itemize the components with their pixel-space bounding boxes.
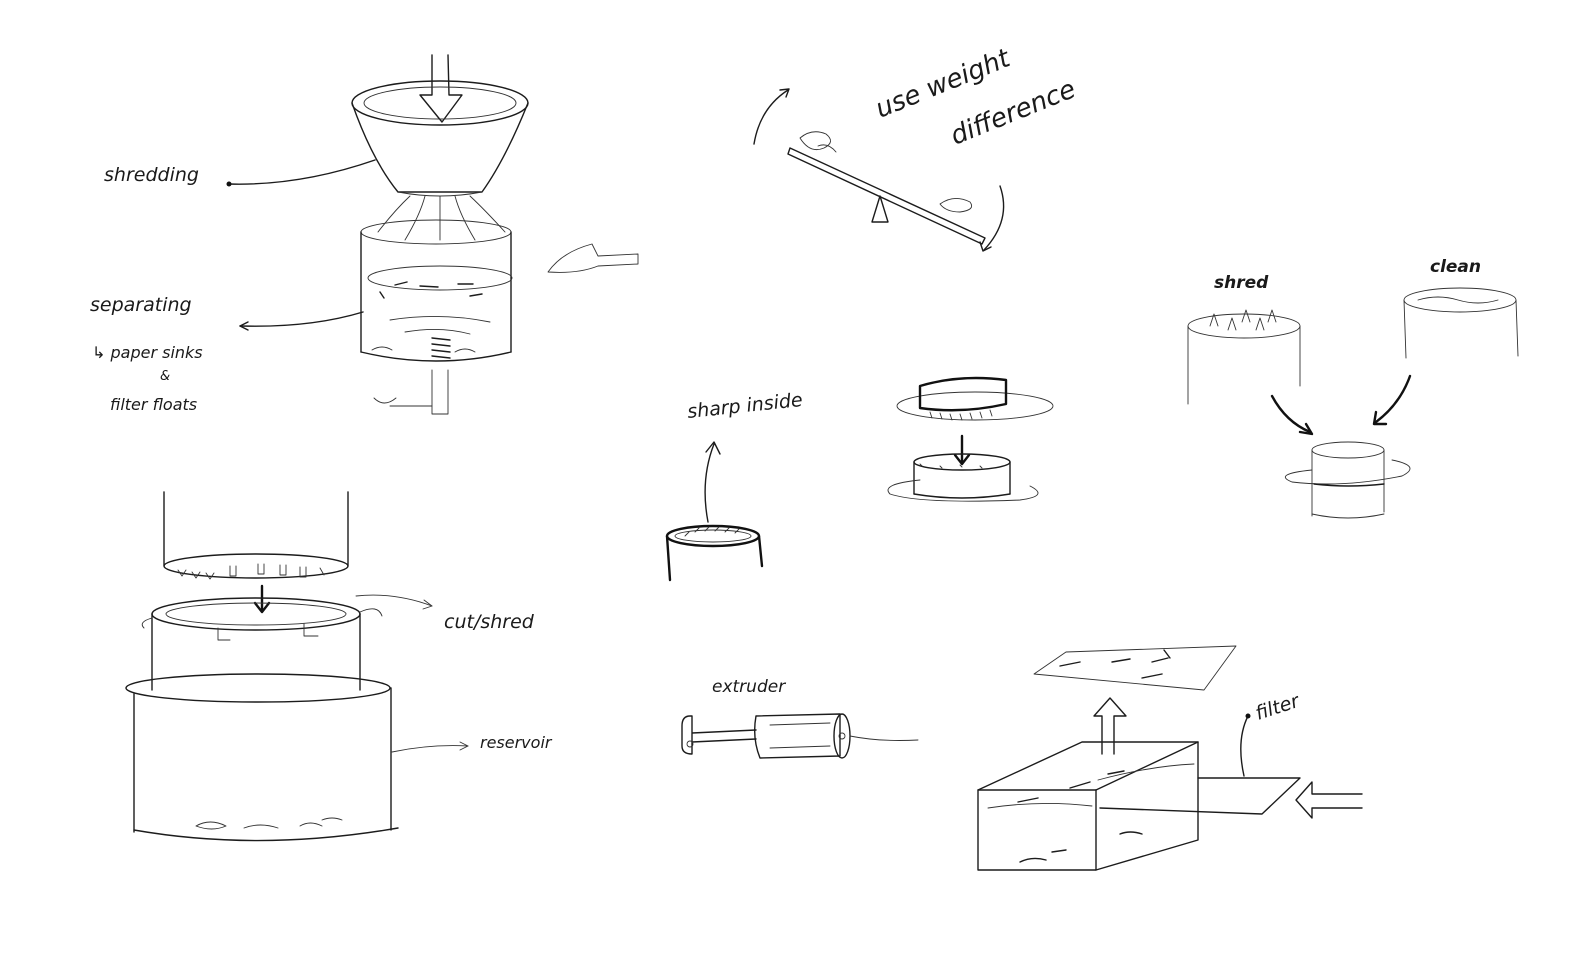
label-separating: separating: [90, 294, 192, 316]
extruder-sketch: extruder: [681, 677, 919, 759]
label-extruder: extruder: [712, 677, 786, 697]
filter-tank-sketch: filter: [977, 645, 1363, 871]
lift-arrow: [1093, 697, 1127, 755]
extruder-barrel: [753, 713, 841, 759]
label-paper-sinks: ↳ paper sinks: [92, 343, 203, 362]
input-arrow: [419, 54, 463, 123]
cutter-rim: [163, 553, 349, 579]
label-filter: filter: [1253, 690, 1303, 725]
label-shred: shred: [1214, 273, 1269, 293]
label-cut-shred: cut/shred: [444, 611, 535, 633]
label-ampersand: &: [160, 369, 170, 384]
seesaw-sketch: use weight difference: [753, 43, 1080, 252]
tank-box: [977, 741, 1199, 871]
extruder-plunger: [681, 715, 757, 755]
label-sharp-inside: sharp inside: [686, 389, 803, 423]
shred-clean-sketch: shred clean: [1187, 257, 1519, 519]
sharp-ring-rim: [665, 524, 761, 548]
filter-sheet: [1033, 645, 1237, 691]
seesaw-beam: [787, 147, 986, 245]
drum-press-sketch: [887, 376, 1054, 502]
label-filter-floats: filter floats: [110, 395, 197, 414]
scoop-icon: [547, 243, 639, 273]
label-reservoir: reservoir: [480, 733, 553, 752]
seesaw-pivot: [871, 195, 889, 223]
funnel-body: [351, 102, 529, 193]
shredding-separator-sketch: shredding separating ↳ paper sinks & fil…: [90, 54, 639, 415]
label-shredding: shredding: [104, 164, 199, 186]
tank-top: [360, 219, 512, 245]
cut-shred-reservoir-sketch: cut/shred reservoir: [125, 491, 553, 842]
tank-bottom: [360, 351, 512, 362]
reservoir-rim: [125, 673, 391, 703]
sharp-ring-sketch: sharp inside: [665, 389, 804, 582]
funnel-rim: [351, 80, 529, 126]
label-clean: clean: [1430, 257, 1481, 277]
